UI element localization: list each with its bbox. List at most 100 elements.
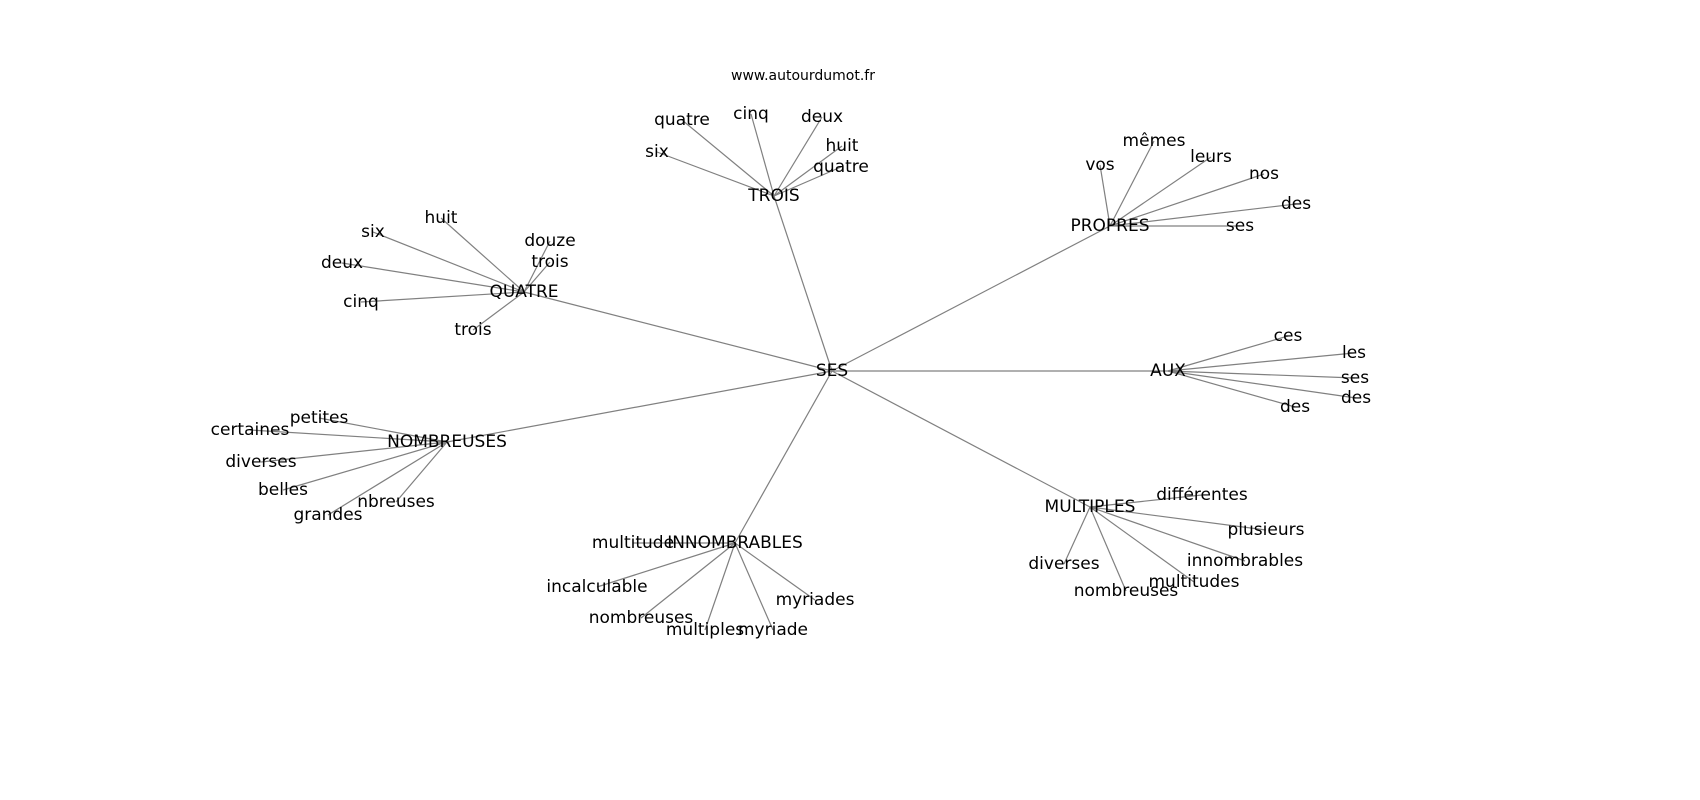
node-label-q-six[interactable]: six	[361, 222, 385, 242]
edge-quatre-q_trois	[523, 261, 551, 293]
edge-multiples-m_differentes	[1089, 494, 1203, 508]
edge-multiples-m_multitudes	[1089, 506, 1195, 583]
edge-nombreuses-n_nbreuses	[395, 441, 448, 503]
labels-layer: SES TROIS PROPRES QUATRE AUX NOMBREUSES INNOMB…	[211, 104, 1372, 640]
edge-innombrables-i_multiples	[704, 542, 736, 631]
node-label-quatre[interactable]: QUATRE	[489, 282, 558, 302]
edge-aux-a_ses	[1167, 370, 1356, 379]
edge-multiples-m_innombrables	[1089, 506, 1246, 562]
node-label-t-huit[interactable]: huit	[826, 136, 859, 156]
edge-ses-multiples	[831, 370, 1091, 508]
node-label-aux[interactable]: AUX	[1150, 361, 1186, 381]
node-label-a-ses[interactable]: ses	[1341, 368, 1369, 388]
node-label-q-trois[interactable]: trois	[531, 252, 568, 272]
node-label-n-petites[interactable]: petites	[290, 408, 349, 428]
node-label-p-nos[interactable]: nos	[1249, 164, 1279, 184]
edge-multiples-m_nombreuses	[1089, 506, 1127, 592]
edge-quatre-q_douze	[523, 240, 551, 293]
edge-aux-a_les	[1167, 352, 1355, 372]
node-label-ses[interactable]: SES	[816, 361, 848, 381]
node-label-n-grandes[interactable]: grandes	[293, 505, 362, 525]
node-label-p-memes[interactable]: mêmes	[1123, 131, 1186, 151]
node-label-m-multitudes[interactable]: multitudes	[1149, 572, 1240, 592]
node-label-trois[interactable]: TROIS	[747, 186, 799, 206]
node-label-t-quatre2[interactable]: quatre	[813, 157, 869, 177]
edge-quatre-q_trois2	[472, 291, 525, 331]
edge-innombrables-i_nombreuses	[640, 542, 736, 619]
edge-trois-t_six	[656, 151, 775, 197]
node-label-n-diverses[interactable]: diverses	[225, 452, 296, 472]
node-label-a-ces[interactable]: ces	[1274, 326, 1303, 346]
node-label-q-douze[interactable]: douze	[524, 231, 575, 251]
node-label-q-trois2[interactable]: trois	[454, 320, 491, 340]
node-label-p-des[interactable]: des	[1281, 194, 1311, 214]
edge-propres-p_des	[1109, 203, 1297, 227]
edge-trois-t_quatre	[681, 119, 775, 197]
node-label-n-certaines[interactable]: certaines	[211, 420, 290, 440]
node-label-n-belles[interactable]: belles	[258, 480, 308, 500]
edge-innombrables-i_myriade	[734, 542, 774, 631]
node-label-m-plusieurs[interactable]: plusieurs	[1228, 520, 1305, 540]
node-label-i-multitude[interactable]: multitude	[592, 533, 674, 553]
node-label-t-quatre[interactable]: quatre	[654, 110, 710, 130]
edge-aux-a_des2	[1167, 370, 1296, 408]
edge-nombreuses-n_grandes	[327, 441, 448, 516]
edges-layer	[249, 113, 1357, 631]
edge-trois-t_deux	[773, 116, 823, 197]
node-label-i-multiples[interactable]: multiples	[666, 620, 744, 640]
edge-multiples-m_plusieurs	[1089, 506, 1267, 531]
edge-trois-t_quatre2	[773, 166, 842, 197]
edge-propres-p_vos	[1099, 164, 1111, 227]
node-label-q-cinq[interactable]: cinq	[343, 292, 379, 312]
node-label-t-deux[interactable]: deux	[801, 107, 843, 127]
site-title: www.autourdumot.fr	[731, 68, 875, 84]
edge-nombreuses-n_belles	[282, 441, 448, 491]
node-label-i-incalculable[interactable]: incalculable	[546, 577, 647, 597]
edge-aux-a_des	[1167, 370, 1357, 399]
node-label-q-deux[interactable]: deux	[321, 253, 363, 273]
edge-propres-p_nos	[1109, 173, 1265, 227]
edge-innombrables-i_incalculable	[596, 542, 736, 588]
edge-quatre-q_huit	[440, 217, 525, 293]
edge-ses-quatre	[523, 291, 833, 372]
edge-multiples-m_diverses	[1063, 506, 1091, 565]
node-label-p-vos[interactable]: vos	[1085, 155, 1114, 175]
node-label-m-nombreuses[interactable]: nombreuses	[1074, 581, 1179, 601]
node-label-i-myriade[interactable]: myriade	[738, 620, 808, 640]
edge-quatre-q_cinq	[360, 291, 525, 303]
node-label-m-diverses[interactable]: diverses	[1028, 554, 1099, 574]
edge-quatre-q_deux	[341, 262, 525, 293]
node-label-nombreuses[interactable]: NOMBREUSES	[387, 432, 507, 452]
node-label-i-myriades[interactable]: myriades	[776, 590, 855, 610]
node-label-m-differentes[interactable]: différentes	[1156, 485, 1248, 505]
node-label-a-les[interactable]: les	[1342, 343, 1366, 363]
edge-trois-t_huit	[773, 145, 843, 197]
node-label-innombrables[interactable]: INNOMBRABLES	[667, 533, 803, 553]
node-label-multiples[interactable]: MULTIPLES	[1045, 497, 1136, 517]
edge-ses-propres	[831, 225, 1111, 372]
node-label-q-huit[interactable]: huit	[425, 208, 458, 228]
node-label-a-des2[interactable]: des	[1280, 397, 1310, 417]
edge-quatre-q_six	[372, 231, 525, 293]
edge-trois-t_cinq	[750, 113, 775, 197]
node-label-p-ses[interactable]: ses	[1226, 216, 1254, 236]
edge-propres-p_leurs	[1109, 156, 1212, 227]
node-label-propres[interactable]: PROPRES	[1070, 216, 1149, 236]
node-label-t-cinq[interactable]: cinq	[733, 104, 769, 124]
node-label-m-innombrables[interactable]: innombrables	[1187, 551, 1303, 571]
edge-ses-nombreuses	[446, 370, 833, 443]
edge-ses-innombrables	[734, 370, 833, 544]
edge-ses-trois	[773, 195, 833, 372]
edge-nombreuses-n_petites	[318, 417, 448, 443]
edge-propres-p_memes	[1109, 140, 1155, 227]
edge-nombreuses-n_certaines	[249, 429, 448, 443]
node-label-i-nombreuses[interactable]: nombreuses	[589, 608, 694, 628]
node-label-a-des[interactable]: des	[1341, 388, 1371, 408]
node-label-n-nbreuses[interactable]: nbreuses	[357, 492, 435, 512]
node-label-p-leurs[interactable]: leurs	[1190, 147, 1232, 167]
node-label-t-six[interactable]: six	[645, 142, 669, 162]
edge-aux-a_ces	[1167, 335, 1289, 372]
edge-innombrables-i_myriades	[734, 542, 816, 601]
